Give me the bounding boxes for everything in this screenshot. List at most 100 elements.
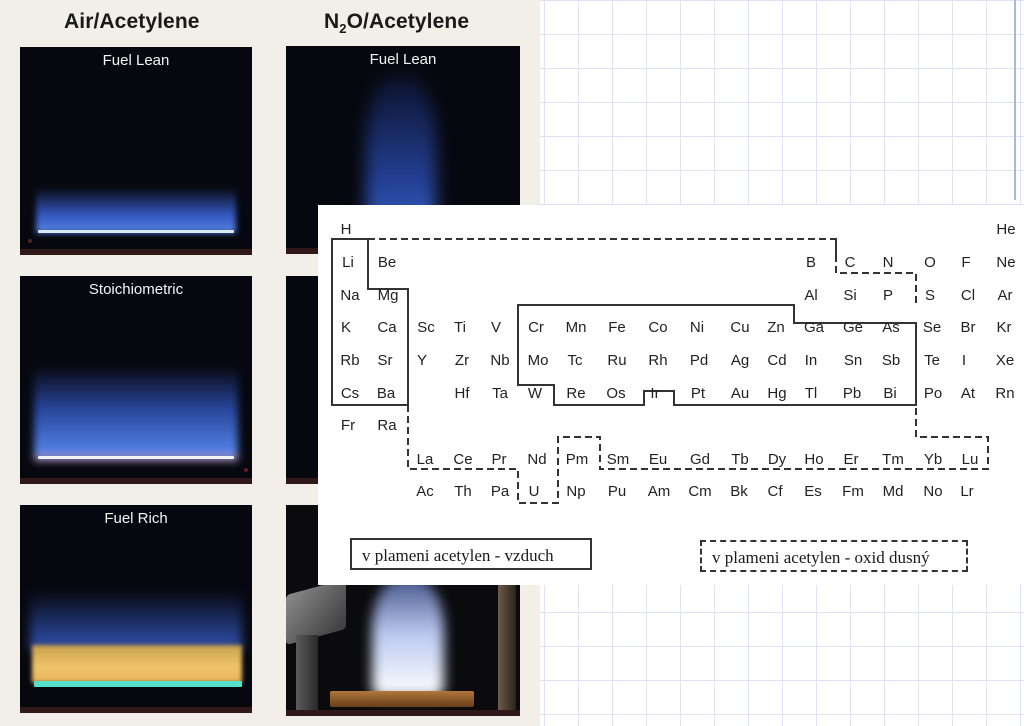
element-symbol: He [996,221,1016,238]
flame-yellow-glow [32,645,242,683]
flame-glow [36,187,236,233]
element-symbol: Fe [608,319,626,336]
element-symbol: Lr [960,483,974,500]
element-symbol: La [416,451,434,468]
element-symbol: Sr [377,352,393,369]
element-symbol: Fr [340,417,356,434]
element-symbol: S [924,287,935,304]
element-symbol: Ru [607,352,627,369]
element-symbol: I [961,352,967,369]
element-symbol: Mg [377,287,399,304]
element-symbol: Ag [730,352,750,369]
element-symbol: Kr [996,319,1012,336]
element-symbol: C [844,254,856,271]
element-symbol: Ra [377,417,397,434]
n2o-region-outline [368,238,917,305]
element-symbol: Li [342,254,354,271]
element-symbol: Pm [565,451,589,468]
element-symbol: Cd [767,352,787,369]
element-symbol: Pr [491,451,507,468]
element-symbol: Re [566,385,586,402]
element-symbol: Ga [803,319,824,336]
element-symbol: Md [882,483,904,500]
element-symbol: Na [340,287,360,304]
element-symbol: Tm [882,451,904,468]
element-symbol: Mn [565,319,587,336]
caption-fuel-lean-n2o: Fuel Lean [369,51,437,68]
element-symbol: Gd [689,451,710,468]
element-symbol: Es [804,483,822,500]
element-symbol: Lu [961,451,979,468]
element-symbol: No [923,483,943,500]
element-symbol: Se [922,319,942,336]
element-symbol: Fm [842,483,864,500]
element-symbol: Np [566,483,586,500]
element-symbol: At [960,385,976,402]
element-symbol: Am [647,483,671,500]
element-symbol: Pb [842,385,862,402]
element-symbol: Ca [377,319,397,336]
element-symbol: K [340,319,351,336]
n2o-acetylene-title: N2O/Acetylene [324,10,470,37]
element-symbol: Rh [648,352,668,369]
element-symbol: Br [960,319,976,336]
element-symbol: Pu [607,483,627,500]
element-symbol: O [924,254,936,271]
element-symbol: Nd [527,451,547,468]
element-symbol: Ge [842,319,863,336]
n2o-region-outline-lower [407,405,989,504]
element-symbol: Ir [650,385,660,402]
element-symbol: Ni [689,319,705,336]
element-symbol: Cs [340,385,360,402]
air-region-outline-transition [517,304,917,406]
element-symbol: Ho [804,451,824,468]
element-symbol: Sb [881,352,901,369]
flame-blue-glow [30,590,242,650]
element-symbol: Sm [606,451,630,468]
air-fuel-lean-photo: Fuel Lean [20,47,252,255]
element-symbol: Tc [567,352,583,369]
element-symbol: F [961,254,971,271]
element-symbol: Bk [730,483,748,500]
burner-bolt [28,239,32,243]
element-symbol: Cu [730,319,750,336]
support-post [296,635,318,710]
page-edge-line [1014,0,1016,200]
element-symbol: Sc [417,319,435,336]
element-symbol: B [805,254,816,271]
element-symbol: Os [606,385,626,402]
element-symbol: Nb [490,352,510,369]
element-symbol: Eu [648,451,668,468]
element-symbol: Au [730,385,750,402]
element-symbol: Yb [923,451,943,468]
element-symbol: U [528,483,540,500]
flame-glow [34,366,238,461]
element-symbol: Si [843,287,857,304]
element-symbol: W [527,385,543,402]
element-symbol: Ce [453,451,473,468]
element-symbol: Y [416,352,427,369]
element-symbol: Zr [454,352,470,369]
element-symbol: Ar [997,287,1013,304]
burner-slot [38,230,234,233]
element-symbol: Tl [804,385,818,402]
air-acetylene-title: Air/Acetylene [64,10,200,33]
burner-slot [38,456,234,459]
right-post [498,585,516,710]
element-symbol: Cl [960,287,976,304]
periodic-table-panel: H He Li Be B C N O F Ne Na Mg Al Si P S … [318,205,1024,585]
flame-plume [372,575,444,697]
element-symbol: Po [923,385,943,402]
element-symbol: Cm [688,483,712,500]
region-outlines [331,238,989,504]
element-symbol: Bi [883,385,897,402]
burner-bolt [244,468,248,472]
element-symbol: Al [804,287,818,304]
legend-air-acetylene: v plameni acetylen - vzduch [350,538,592,570]
element-symbol: Ta [492,385,508,402]
burner-slot [34,681,242,687]
element-symbol: Tb [731,451,749,468]
element-symbol: As [882,319,900,336]
element-symbol: Dy [767,451,787,468]
element-symbol: V [490,319,501,336]
